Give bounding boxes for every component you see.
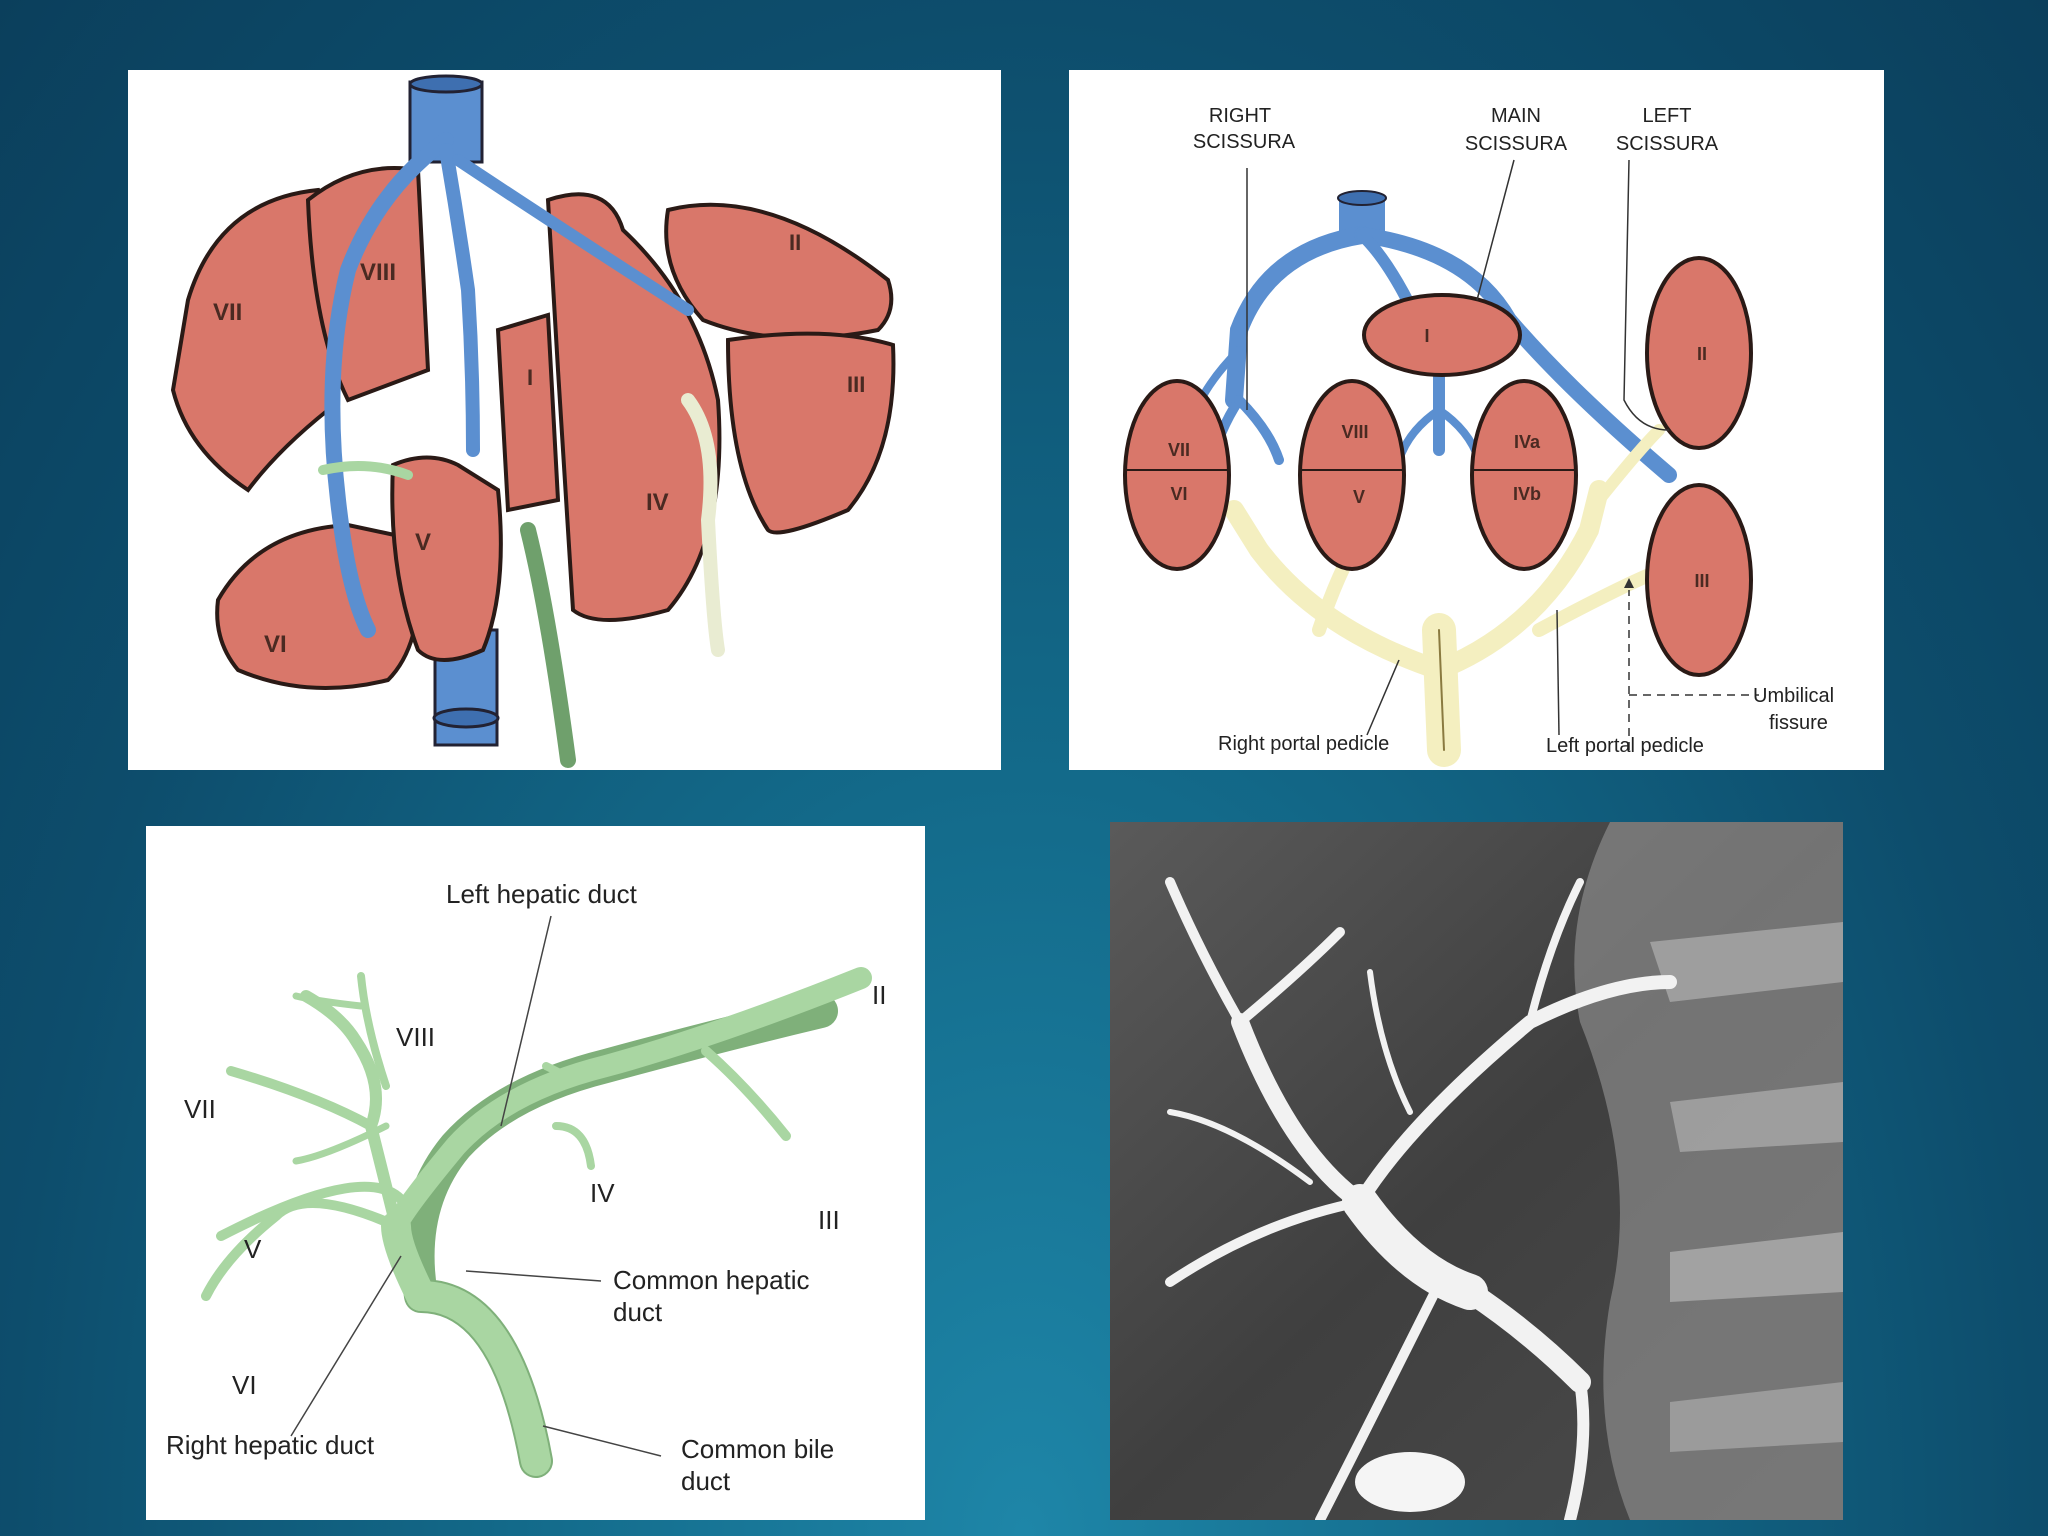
segment-label: III: [847, 372, 865, 397]
segment-vi: [215, 522, 422, 690]
segment-label: VI: [1170, 484, 1187, 504]
segment-label: VI: [232, 1370, 257, 1400]
liver-segments-illustration: VII VIII I II III IV V VI: [128, 70, 1001, 770]
segment-label: IVa: [1514, 432, 1541, 452]
biliary-tree-diagram: Left hepatic duct Common hepatic duct Ri…: [146, 826, 925, 1520]
segment-label: II: [789, 230, 801, 255]
ligamentum-teres: [681, 393, 725, 657]
common-bile-duct-label: Common bile: [681, 1434, 834, 1464]
segment-label: V: [244, 1234, 262, 1264]
segment-iii: [725, 331, 896, 535]
segment-ii: [664, 202, 894, 340]
segment-label: VIII: [360, 259, 396, 286]
main-scissura-label: MAIN: [1491, 105, 1541, 127]
right-scissura-label: SCISSURA: [1193, 131, 1296, 153]
right-hepatic-vein: [324, 132, 454, 638]
segment-vii-vi-oval: [1123, 379, 1231, 571]
hepatic-veins: [1185, 190, 1677, 483]
segment-label: III: [818, 1205, 840, 1235]
segment-label: VII: [1168, 440, 1190, 460]
segment-label: IV: [590, 1178, 615, 1208]
segment-label: VII: [213, 299, 242, 326]
umbilical-fissure-label: Umbilical: [1753, 685, 1834, 707]
left-scissura-label: SCISSURA: [1616, 133, 1719, 155]
common-hepatic-duct-label: duct: [613, 1297, 663, 1327]
segment-iva-ivb-oval: [1470, 379, 1578, 571]
duct-outline: [400, 994, 838, 1478]
scissura-schematic: RIGHT SCISSURA MAIN SCISSURA LEFT SCISSU…: [1069, 70, 1884, 770]
segment-label: VIII: [1341, 422, 1368, 442]
segment-label: IV: [646, 489, 669, 516]
segment-ii-oval: [1645, 256, 1753, 450]
left-portal-pedicle-label: Left portal pedicle: [1546, 735, 1704, 757]
segment-v: [390, 455, 503, 662]
left-scissura-label: LEFT: [1643, 105, 1692, 127]
bile-ducts: [201, 967, 872, 1476]
segment-label: III: [1694, 571, 1709, 591]
segment-i: [495, 312, 561, 513]
segment-label: VII: [184, 1094, 216, 1124]
segment-label: I: [1424, 326, 1429, 346]
left-hepatic-vein: [452, 154, 694, 316]
cholangiogram-xray: [1110, 822, 1843, 1520]
portal-pedicle: [520, 522, 576, 768]
segment-iii-oval: [1645, 483, 1753, 677]
middle-hepatic-vein: [439, 143, 480, 457]
segment-label: VIII: [396, 1022, 435, 1052]
portal-pedicles: [1224, 424, 1665, 767]
main-scissura-label: SCISSURA: [1465, 133, 1568, 155]
segment-label: II: [1697, 344, 1707, 364]
segment-i-oval: [1362, 293, 1522, 377]
segment-label: VI: [264, 631, 287, 658]
segment-label: II: [872, 980, 886, 1010]
umbilical-fissure-label: fissure: [1769, 712, 1828, 734]
right-hepatic-duct-label: Right hepatic duct: [166, 1430, 375, 1460]
segment-label: V: [1353, 487, 1365, 507]
segment-label: IVb: [1513, 484, 1541, 504]
segment-viii-v-oval: [1298, 379, 1406, 571]
right-scissura-label: RIGHT: [1209, 105, 1271, 127]
segment-label: I: [527, 365, 533, 390]
right-portal-pedicle-label: Right portal pedicle: [1218, 733, 1389, 755]
common-bile-duct-label: duct: [681, 1466, 731, 1496]
left-hepatic-duct-label: Left hepatic duct: [446, 879, 638, 909]
segment-label: V: [415, 529, 431, 556]
contrast-ducts: [1165, 877, 1677, 1520]
segment-vii: [170, 187, 341, 493]
common-hepatic-duct-label: Common hepatic: [613, 1265, 810, 1295]
